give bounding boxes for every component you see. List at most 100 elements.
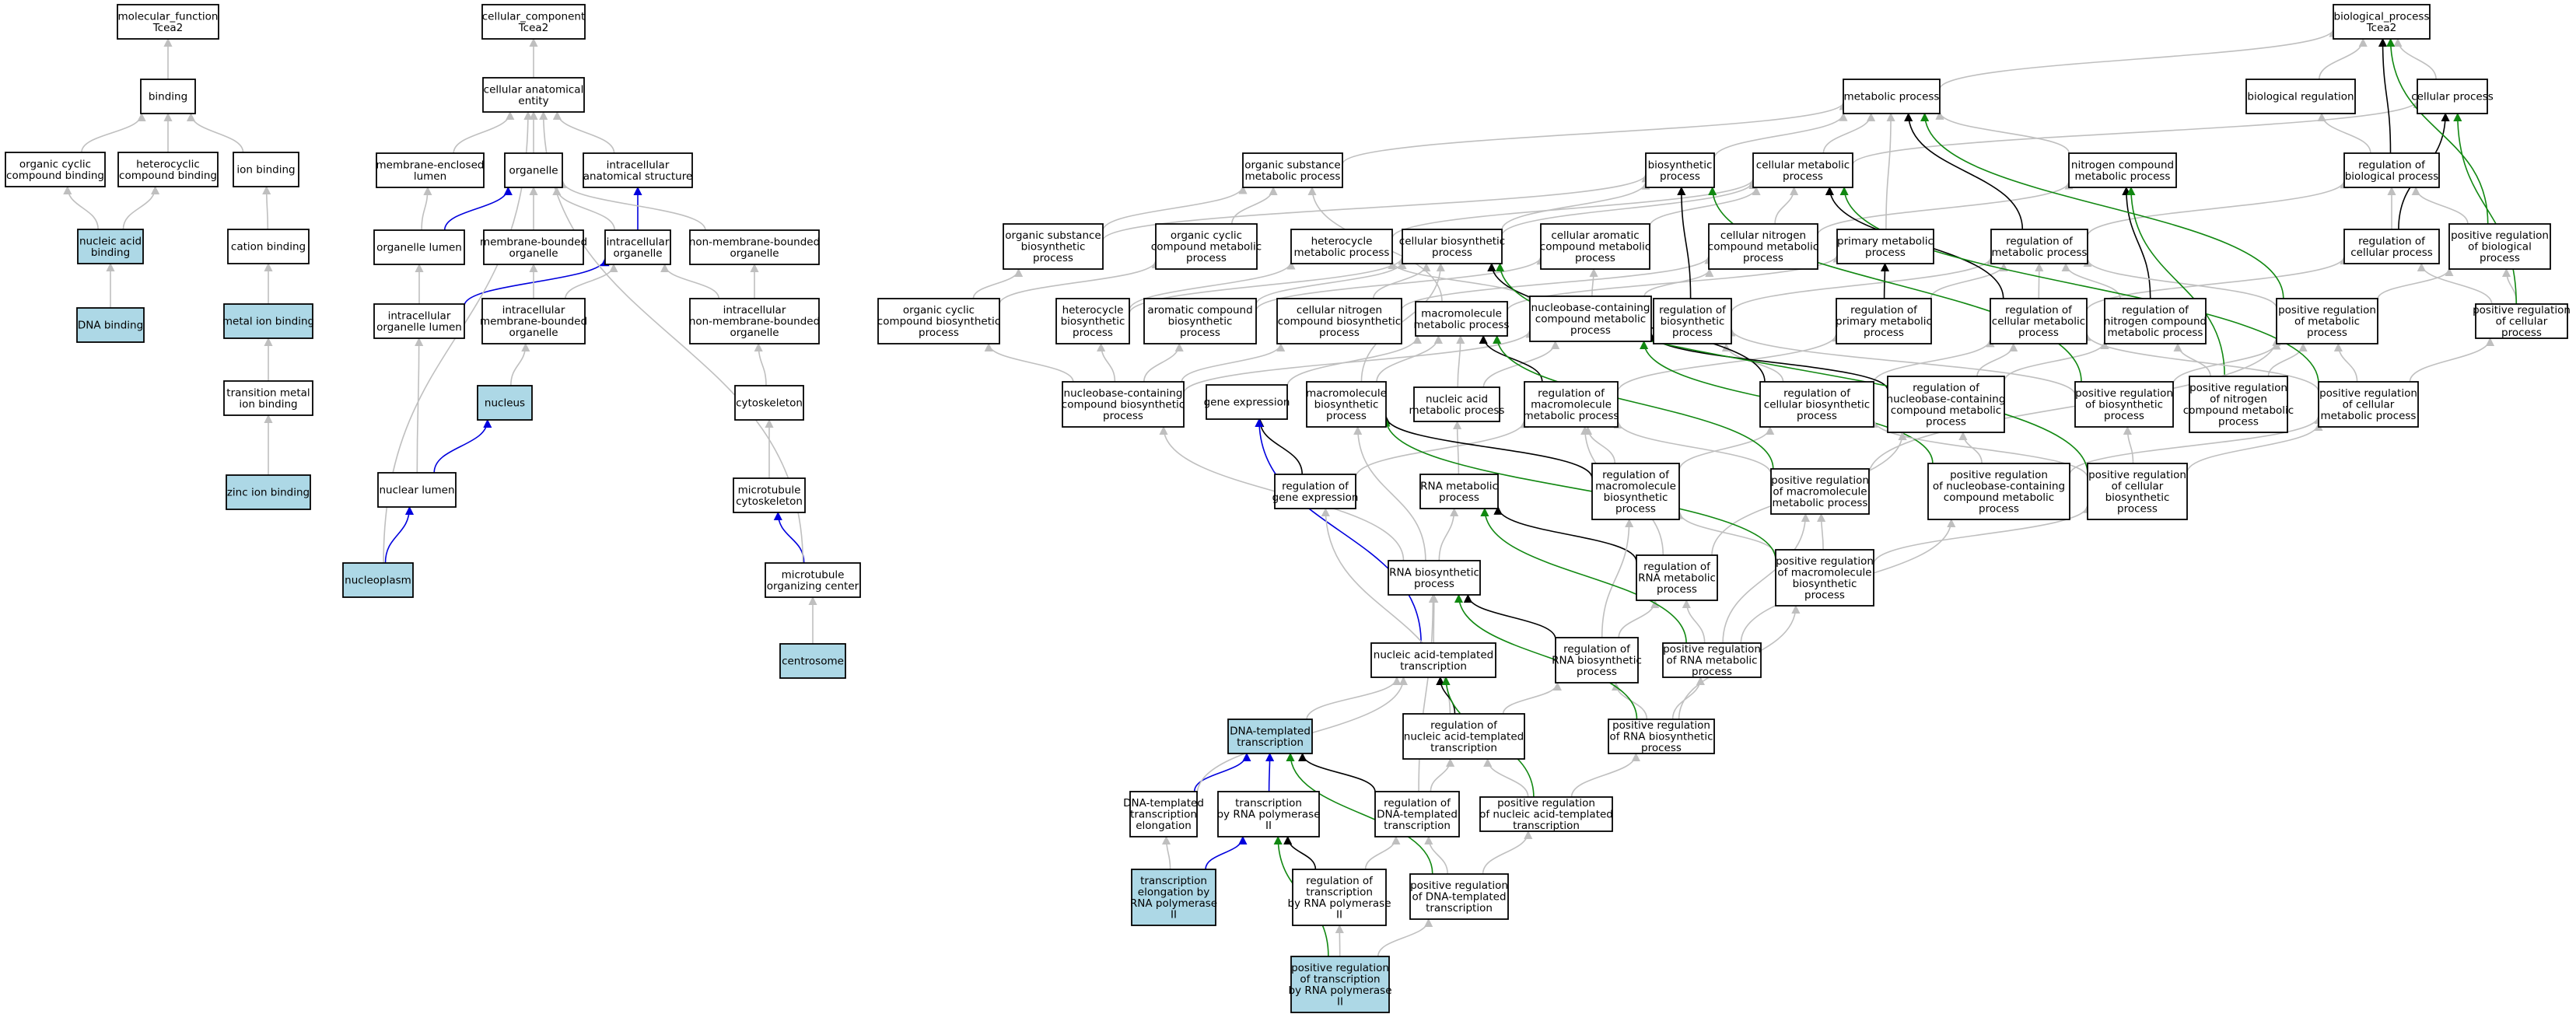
edge-is_a-posregcmp-to-regcmp	[2082, 332, 2319, 392]
go-term-node-cationb[interactable]: cation binding	[227, 229, 310, 264]
go-term-node-nucleus[interactable]: nucleus	[477, 385, 533, 421]
go-term-node-nuclumen[interactable]: nuclear lumen	[377, 472, 457, 508]
go-term-node-nucleoplasm[interactable]: nucleoplasm	[342, 562, 414, 598]
go-term-node-mp[interactable]: metabolic process	[1843, 79, 1941, 114]
go-term-node-metalb[interactable]: metal ion binding	[222, 303, 314, 339]
go-term-node-centrosome[interactable]: centrosome	[779, 643, 846, 679]
go-term-node-cytoskeleton[interactable]: cytoskeleton	[734, 385, 804, 421]
go-term-node-orglumen[interactable]: organelle lumen	[373, 229, 465, 265]
go-term-node-organelle[interactable]: organelle	[504, 152, 563, 188]
go-term-node-znb[interactable]: zinc ion binding	[226, 474, 311, 510]
go-term-node-binding[interactable]: binding	[140, 79, 196, 114]
edge-is_a-ocb-to-binding	[81, 112, 146, 153]
go-term-node-geneexp[interactable]: gene expression	[1204, 384, 1290, 420]
edge-is_a-posregdtt-to-regdtt	[1424, 835, 1448, 875]
go-term-node-biolreg[interactable]: biological regulation	[2245, 79, 2356, 114]
node-box	[2448, 223, 2551, 270]
go-term-node-ionb[interactable]: ion binding	[233, 152, 299, 187]
go-term-node-dnab[interactable]: DNA binding	[76, 307, 145, 343]
node-box	[1242, 152, 1343, 188]
go-term-node-cellproc[interactable]: cellular process	[2411, 79, 2494, 114]
